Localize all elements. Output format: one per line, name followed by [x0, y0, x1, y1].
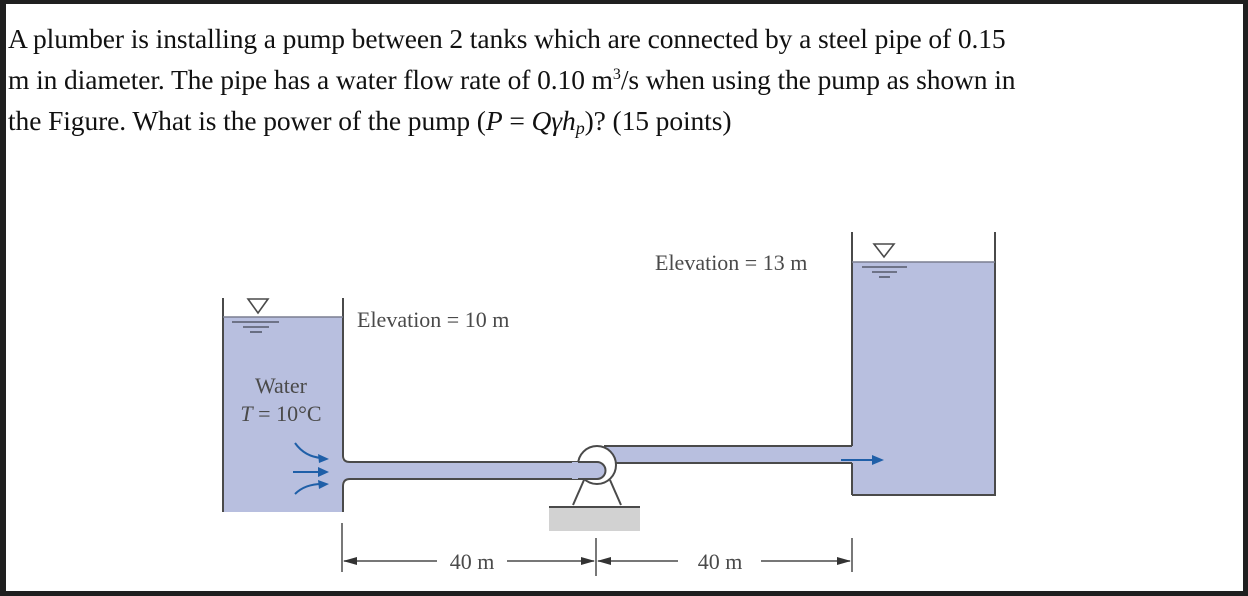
question-line-1-text: A plumber is installing a pump between 2…: [8, 23, 1006, 54]
question-line-3-pre: the Figure. What is the power of the pum…: [8, 105, 486, 136]
formula-equals: =: [502, 105, 532, 136]
formula-rhs: Qγh: [531, 105, 576, 136]
left-elevation-label: Elevation = 10 m: [357, 307, 509, 332]
question-line-2-pre: m in diameter. The pipe has a water flow…: [8, 64, 613, 95]
question-line-3: the Figure. What is the power of the pum…: [8, 100, 1233, 141]
question-text: A plumber is installing a pump between 2…: [8, 18, 1233, 141]
temperature-var: T: [240, 401, 254, 426]
pump-icon: [549, 445, 640, 531]
right-water-level-icon: [862, 243, 907, 278]
fluid-label: Water: [255, 373, 308, 398]
question-panel: [6, 4, 1243, 591]
question-line-2: m in diameter. The pipe has a water flow…: [8, 59, 1233, 100]
cubic-superscript: 3: [612, 66, 621, 83]
formula-subscript: p: [575, 118, 585, 138]
question-line-1: A plumber is installing a pump between 2…: [8, 18, 1233, 59]
discharge-pipe: [604, 445, 854, 464]
question-line-2-post: /s when using the pump as shown in: [620, 64, 1016, 95]
question-line-3-post: )? (15 points): [584, 105, 732, 136]
right-tank: [851, 232, 996, 496]
left-distance-label: 40 m: [450, 549, 495, 574]
right-distance-label: 40 m: [698, 549, 743, 574]
temperature-label: T = 10°C: [240, 401, 321, 426]
formula-power-symbol: P: [485, 105, 503, 136]
right-elevation-label: Elevation = 13 m: [655, 250, 807, 275]
outlet-flow-arrow-icon: [841, 455, 884, 465]
inlet-flow-arrows-icon: [293, 442, 329, 495]
left-water-level-icon: [232, 298, 279, 333]
left-tank: [222, 298, 590, 512]
temperature-value: = 10°C: [253, 401, 322, 426]
dimension-lines: [341, 523, 853, 576]
